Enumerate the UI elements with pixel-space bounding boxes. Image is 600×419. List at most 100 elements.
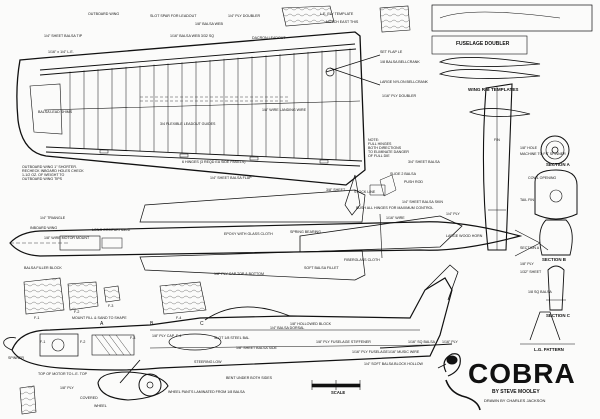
callout: 1/8" BALSA WEB [195,22,223,26]
callout: 1/8" PLY CAP TOP & BOTTOM [214,272,264,276]
part-tag: F-4 [176,334,182,338]
callout: 1/4" TRIANGLE [40,216,66,220]
callout: MOUNT FILL & SAND TO SHAPE [72,316,127,320]
callout: 1/4" SHEET BALSA FLAP [210,176,252,180]
callout: 1/16" WIRE [386,216,405,220]
callout: 3/8" SHEET [326,188,346,192]
callout: SLOT 1/8 STEEL BAL [214,336,250,340]
callout: 1/8 BALSA BELLCRANK [380,60,420,64]
callout: 1/32" SHEET [520,270,542,274]
callout: LONG COMPARTMENT [92,228,132,232]
callout: WHEEL PANTS LAMINATED FROM 1/8 BALSA [168,390,245,394]
callout: 1/16" PLY FUSELAGE [352,350,388,354]
callout: 1/8" HOLE [520,146,538,150]
callout: FIBERGLASS CLOTH [344,258,380,262]
callout: NOTCH EAST THIS [326,20,359,24]
callout: STOCK LINE [354,190,376,194]
fuselage-side-view [3,264,459,371]
scale-bar [311,380,361,390]
callout: INBOARD WING [30,226,58,230]
callout: DACRON LEADOUT [252,36,286,40]
callout: WHEEL [94,404,107,408]
callout: L.E. FLY TEMPLATE [320,12,354,16]
callout: 1/16" SQ BALSA [408,340,436,344]
callout: OUTBOARD WING [88,12,120,16]
callout: 1/4" PLY DOUBLER [228,14,261,18]
callout: 1/8" WIRE MOTOR MOUNT [44,236,90,240]
callout: 1/16" x 1/4" L.E. [48,50,74,54]
section-c-heading: SECTION C [546,313,570,318]
callout: 1/8" SHEET BALSA SIDE [236,346,277,350]
callout: BALSA LEAD SHIMS [38,110,73,114]
part-tag: B [150,321,154,327]
callout: 1/8" PLY FUSELAGE STIFFENER [316,340,371,344]
callout: 6 HINGES (3 REQD EA SIDE PANELS) [182,160,246,164]
callout: SLIDE 2 BALSA [390,172,416,176]
part-tag: F-1 [40,340,46,344]
callout: SLOT SPAR FOR LEADOUT [150,14,197,18]
callout: FIN [494,138,500,142]
callout: LARGE WOOD HORN [446,234,483,238]
fuselage-doubler-heading: FUSELAGE DOUBLER [456,41,510,47]
callout: SET FLAP LE [380,50,403,54]
callout: BALSA FILLER BLOCK [24,266,62,270]
callout: TOP OF MOTOR TO L.E. TOP [38,372,88,376]
callout: 1/8" HOLLOWED BLOCK [290,322,332,326]
scale-heading: SCALE [331,390,346,395]
wing-top-view [16,31,366,186]
part-tag: F-3 [108,304,114,308]
callout: BUSH ALL HINGES FOR MAXIMUM CONTROL [356,206,434,210]
lg-pattern-heading: L.G. PATTERN [534,347,564,352]
callout: TAIL FIN [520,198,534,202]
landing-gear [97,359,169,401]
callout: STEERING LOW [194,360,222,364]
callout: 1/8" WIRE LANDING WIRE [262,108,307,112]
fuselage-top-view [9,189,541,281]
cobra-logo-icon [437,353,481,411]
hinges-note: NOTE: FULL HINGES BOTH DIRECTIONS TO ELI… [368,138,410,158]
outboard-wing-note: OUTBOARD WING 1" SHORTER. RECHECK INBOAR… [22,165,84,181]
part-tag: A [100,321,104,327]
callout: 3/4 FLEXIBLE LEADOUT GUIDES [160,122,216,126]
callout: 3/4" SHEET BALSA [408,160,440,164]
section-b-heading: SECTION B [542,257,566,262]
designer-credit: BY STEVE MOOLEY [492,389,540,395]
part-tag: F-4 [176,316,182,320]
callout: 1/8" PLY CAP [152,334,175,338]
draftsman-credit: DRAWN BY CHARLES JACKSON [484,398,546,403]
callout: COWL OPENING [528,176,557,180]
section-a-heading: SECTION A [546,162,570,167]
fin-view [482,83,513,251]
part-tag: F-2 [74,310,80,314]
callout: SPINNER [8,356,24,360]
callout: 1/16" MUSIC WIRE [388,350,420,354]
callout: PUSH ROD [404,180,423,184]
callout: 1/4" SHEET BALSA TIP [44,34,83,38]
callout: 1/4" PLY [446,212,460,216]
callout: SPRING BEARING [290,230,321,234]
callout: 1/16" BALSA WEB 3/32 SQ [170,34,215,38]
callout: 1/8" PLY [60,386,74,390]
callout: LARGE NYLON BELLCRANK [380,80,428,84]
callout: 1/4" SHEET BALSA SKIN [402,200,443,204]
wing-rib-templates [431,4,593,117]
part-tag: C [200,321,204,327]
callout: 1/8" PLY [520,262,534,266]
balsa-pieces [19,5,411,415]
part-tag: F-2 [80,340,86,344]
callout: SOFT BALSA FILLET [304,266,339,270]
part-tag: F-1 [34,316,40,320]
plan-title: COBRA [468,358,576,389]
callout: 1/16" PLY DOUBLER [382,94,417,98]
bellcrank-area [325,54,397,216]
section-views [520,135,578,345]
wing-rib-templates-heading: WING RIB TEMPLATES [468,87,519,92]
callout: BENT UNDER BOTH SIDES [226,376,273,380]
callout: MACHINE TO FIT SPINNER [520,152,566,156]
callout: 1/4" SOFT BALSA BLOCK HOLLOW [364,362,423,366]
callout: 1/4" BALSA DORSAL [270,326,305,330]
callout: EPOXY WITH GLASS CLOTH [224,232,273,236]
callout: 1/8 SQ BALSA [528,290,552,294]
